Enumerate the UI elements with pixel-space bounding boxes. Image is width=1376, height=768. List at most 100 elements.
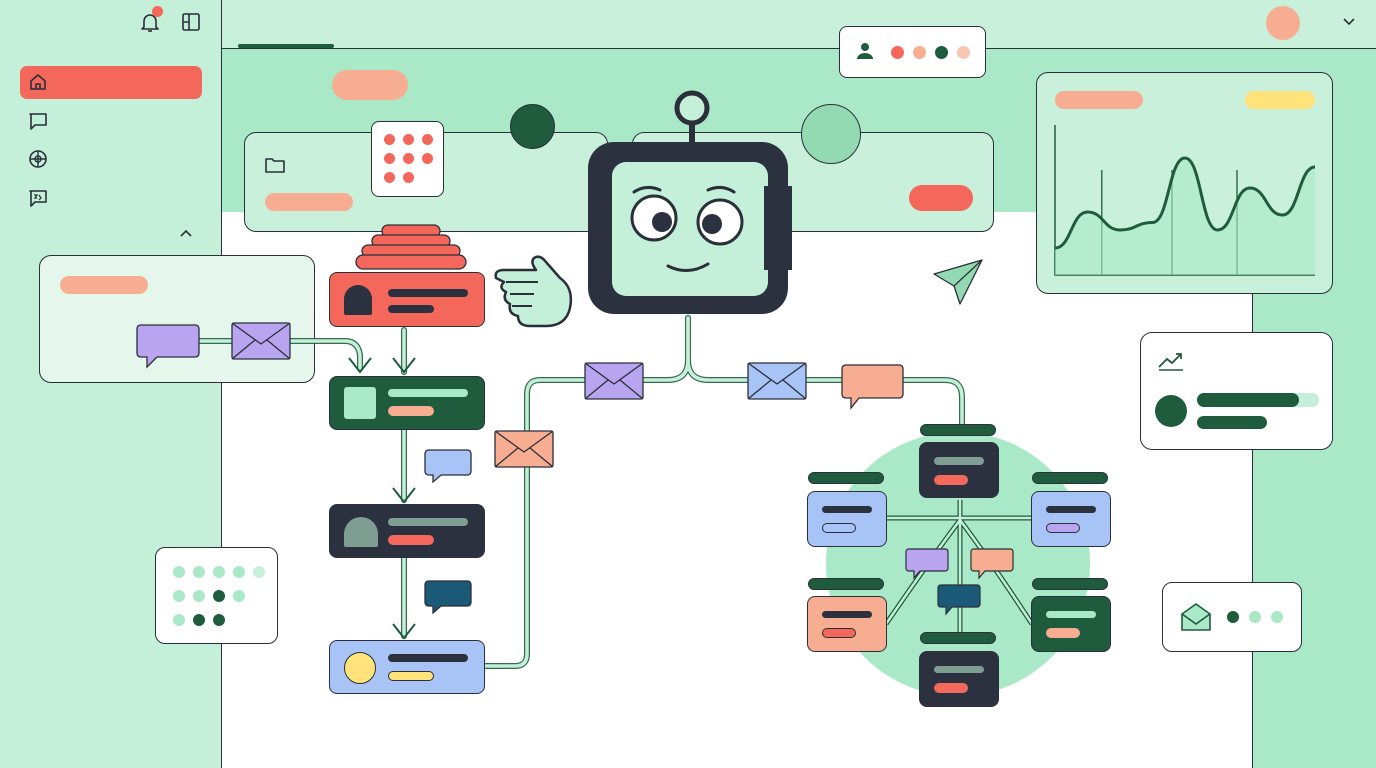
graph-legend-pill [1245, 91, 1315, 109]
status-dot [173, 590, 185, 602]
hub-bottom-right-node[interactable] [1031, 596, 1111, 652]
bell-icon[interactable] [138, 10, 162, 34]
hub-node-tab [1032, 578, 1108, 590]
action-icon [344, 387, 376, 419]
message-source-card[interactable] [39, 255, 315, 383]
node-line [388, 406, 434, 416]
sidebar-item-home[interactable] [20, 66, 202, 99]
line-chart [1054, 125, 1316, 276]
pointing-hand [494, 255, 573, 328]
chat-bubble-icon [136, 324, 200, 369]
chart-series-line [1054, 156, 1316, 250]
output-icon [344, 652, 376, 684]
hub-right-node[interactable] [1031, 491, 1111, 547]
envelope-icon [584, 362, 644, 400]
trend-bar-fill [1197, 393, 1299, 407]
folder-label-pill [265, 193, 353, 211]
trigger-node[interactable] [329, 272, 485, 327]
grid-dot [403, 172, 414, 183]
status-dot [233, 566, 245, 578]
chevron-down-icon[interactable] [1340, 14, 1358, 30]
status-dot [935, 46, 948, 59]
avatar[interactable] [1266, 6, 1300, 40]
node-line [822, 506, 872, 513]
node-line [388, 305, 434, 313]
status-dot [173, 566, 185, 578]
node-line [1046, 506, 1096, 513]
graph-title-pill [1055, 91, 1143, 109]
node-line [1046, 523, 1080, 533]
mail-dot [1271, 611, 1283, 623]
node-line [934, 666, 984, 673]
status-dot [891, 46, 904, 59]
hub-node-tab [808, 472, 884, 484]
grid-dot [384, 153, 395, 164]
mail-card[interactable] [1162, 582, 1302, 652]
chart-area [1055, 158, 1315, 275]
user-icon [854, 40, 876, 62]
dots-status-card[interactable] [155, 547, 278, 644]
globe-icon[interactable] [28, 149, 48, 169]
action-button[interactable] [909, 185, 973, 211]
grid-dot [384, 172, 395, 183]
hub-center-node[interactable] [919, 442, 999, 498]
action-node[interactable] [329, 376, 485, 430]
chevron-up-icon[interactable] [178, 226, 194, 240]
grid-dot [384, 134, 395, 145]
dots-grid-card [371, 121, 444, 197]
home-icon [28, 72, 48, 92]
node-line [822, 611, 872, 618]
status-dot [233, 590, 245, 602]
node-line [388, 654, 468, 662]
hub-node-tab [920, 424, 996, 436]
envelope-icon [747, 362, 807, 400]
notification-badge [152, 6, 163, 17]
node-line [822, 628, 856, 638]
status-circle-mint [801, 104, 861, 164]
trend-avatar [1155, 395, 1187, 427]
mail-dot [1249, 611, 1261, 623]
status-dot [173, 614, 185, 626]
node-line [388, 289, 468, 297]
status-dot [957, 46, 970, 59]
chat-bubble-icon [970, 548, 1014, 580]
status-dot [253, 566, 265, 578]
canvas-right-panel [1252, 212, 1376, 768]
hub-bottom-left-node[interactable] [807, 596, 887, 652]
node-line [934, 475, 968, 485]
output-node[interactable] [329, 640, 485, 694]
layout-panel-icon[interactable] [180, 11, 202, 33]
process-icon [344, 517, 378, 547]
grid-dot [422, 134, 433, 145]
chat-bubble-icon [937, 584, 981, 616]
status-dot [213, 566, 225, 578]
trend-bar-secondary [1197, 416, 1267, 429]
hub-left-node[interactable] [807, 491, 887, 547]
envelope-icon [231, 322, 291, 360]
status-dot [193, 614, 205, 626]
trend-card[interactable] [1140, 332, 1333, 450]
status-dot [193, 590, 205, 602]
user-status-card[interactable] [839, 26, 986, 78]
grid-dot [403, 134, 414, 145]
graph-card[interactable] [1036, 72, 1333, 294]
hub-node-tab [808, 578, 884, 590]
status-dot [213, 614, 225, 626]
chat-bubble-icon[interactable] [28, 111, 48, 131]
chat-bubble-icon [424, 580, 472, 615]
envelope-icon [494, 430, 554, 468]
top-bar [222, 0, 1376, 49]
ai-chat-icon[interactable] [28, 188, 48, 208]
chat-bubble-icon [424, 449, 472, 484]
paper-plane-icon [933, 259, 983, 305]
process-node[interactable] [329, 504, 485, 558]
folder-icon [263, 155, 287, 175]
node-line [388, 535, 434, 545]
node-line [822, 523, 856, 533]
node-line [388, 518, 468, 526]
hub-bottom-node[interactable] [919, 651, 999, 707]
node-line [1046, 611, 1096, 618]
mail-dot [1227, 611, 1239, 623]
